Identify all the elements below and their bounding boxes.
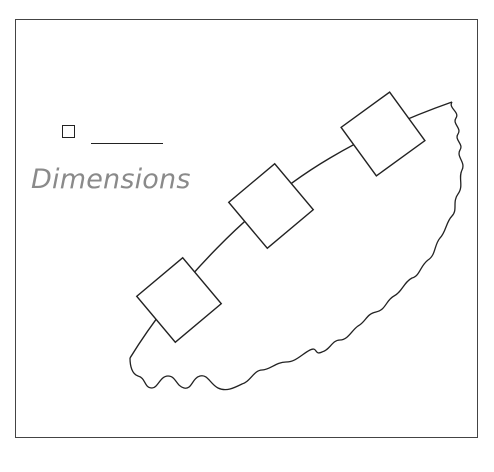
square-symbol: [340, 91, 426, 177]
square-symbol: [227, 162, 315, 250]
checkbox-icon[interactable]: [62, 125, 75, 138]
drawing-frame: [15, 19, 478, 438]
dimension-blank-line: [91, 143, 163, 144]
dimensions-caption: Dimensions: [31, 164, 191, 195]
wavy-outline: [129, 101, 464, 391]
square-symbol: [135, 256, 223, 344]
